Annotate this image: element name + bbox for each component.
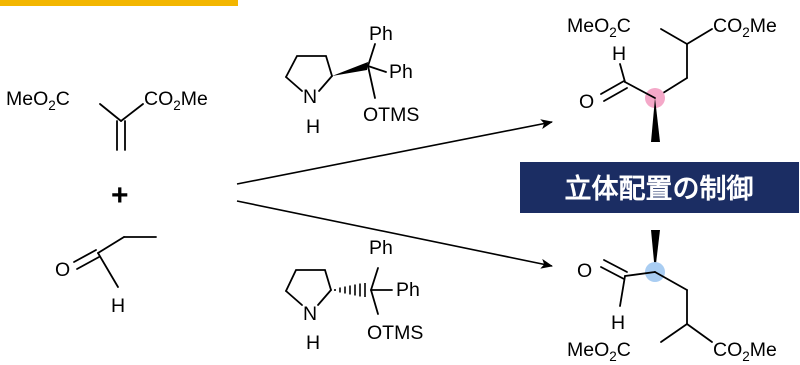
catalyst-top-otms: OTMS: [363, 104, 419, 126]
catalyst-bottom-nh: H: [306, 332, 320, 354]
catalyst-bottom-otms: OTMS: [367, 322, 423, 344]
product-top-aldehyde-h: H: [612, 43, 626, 65]
catalyst-top-nitrogen: N: [303, 86, 317, 108]
product-bottom-aldehyde-h: H: [611, 312, 625, 334]
product-bottom-right-ester: CO2Me: [713, 339, 777, 364]
catalyst-top-nh: H: [306, 116, 320, 138]
product-bottom: O H MeO2C CO2Me: [567, 230, 777, 364]
stereocontrol-banner: [520, 162, 799, 213]
catalyst-bottom: Ph Ph OTMS N H: [285, 237, 423, 354]
arrow-bottom: [236, 200, 553, 269]
stereocontrol-banner-text: 立体配置の制御: [565, 173, 754, 205]
catalyst-bottom-ph-2: Ph: [396, 279, 420, 301]
product-bottom-left-ester: MeO2C: [567, 339, 631, 364]
product-top-aldehyde-o: O: [579, 91, 594, 113]
malonate-left-label: MeO2C: [6, 88, 70, 113]
reactant-methylenemalonate: MeO2C CO2Me: [6, 88, 208, 151]
product-top-right-ester: CO2Me: [713, 15, 777, 40]
accent-bar: [0, 0, 238, 6]
catalyst-top-ph-2: Ph: [389, 61, 413, 83]
reactant-propanal: O H: [55, 236, 157, 317]
product-bottom-aldehyde-o: O: [577, 260, 592, 282]
catalyst-bottom-nitrogen: N: [303, 303, 317, 325]
catalyst-bottom-ph-1: Ph: [369, 237, 393, 259]
propanal-oxygen: O: [55, 259, 70, 281]
arrow-top: [236, 119, 553, 185]
malonate-right-label: CO2Me: [144, 88, 208, 113]
propanal-hydrogen: H: [111, 295, 125, 317]
catalyst-top-ph-1: Ph: [369, 23, 393, 45]
product-top: MeO2C CO2Me H O: [567, 15, 777, 142]
plus-sign: +: [111, 179, 129, 212]
catalyst-top: Ph Ph OTMS N H: [285, 23, 419, 138]
product-top-left-ester: MeO2C: [567, 15, 631, 40]
